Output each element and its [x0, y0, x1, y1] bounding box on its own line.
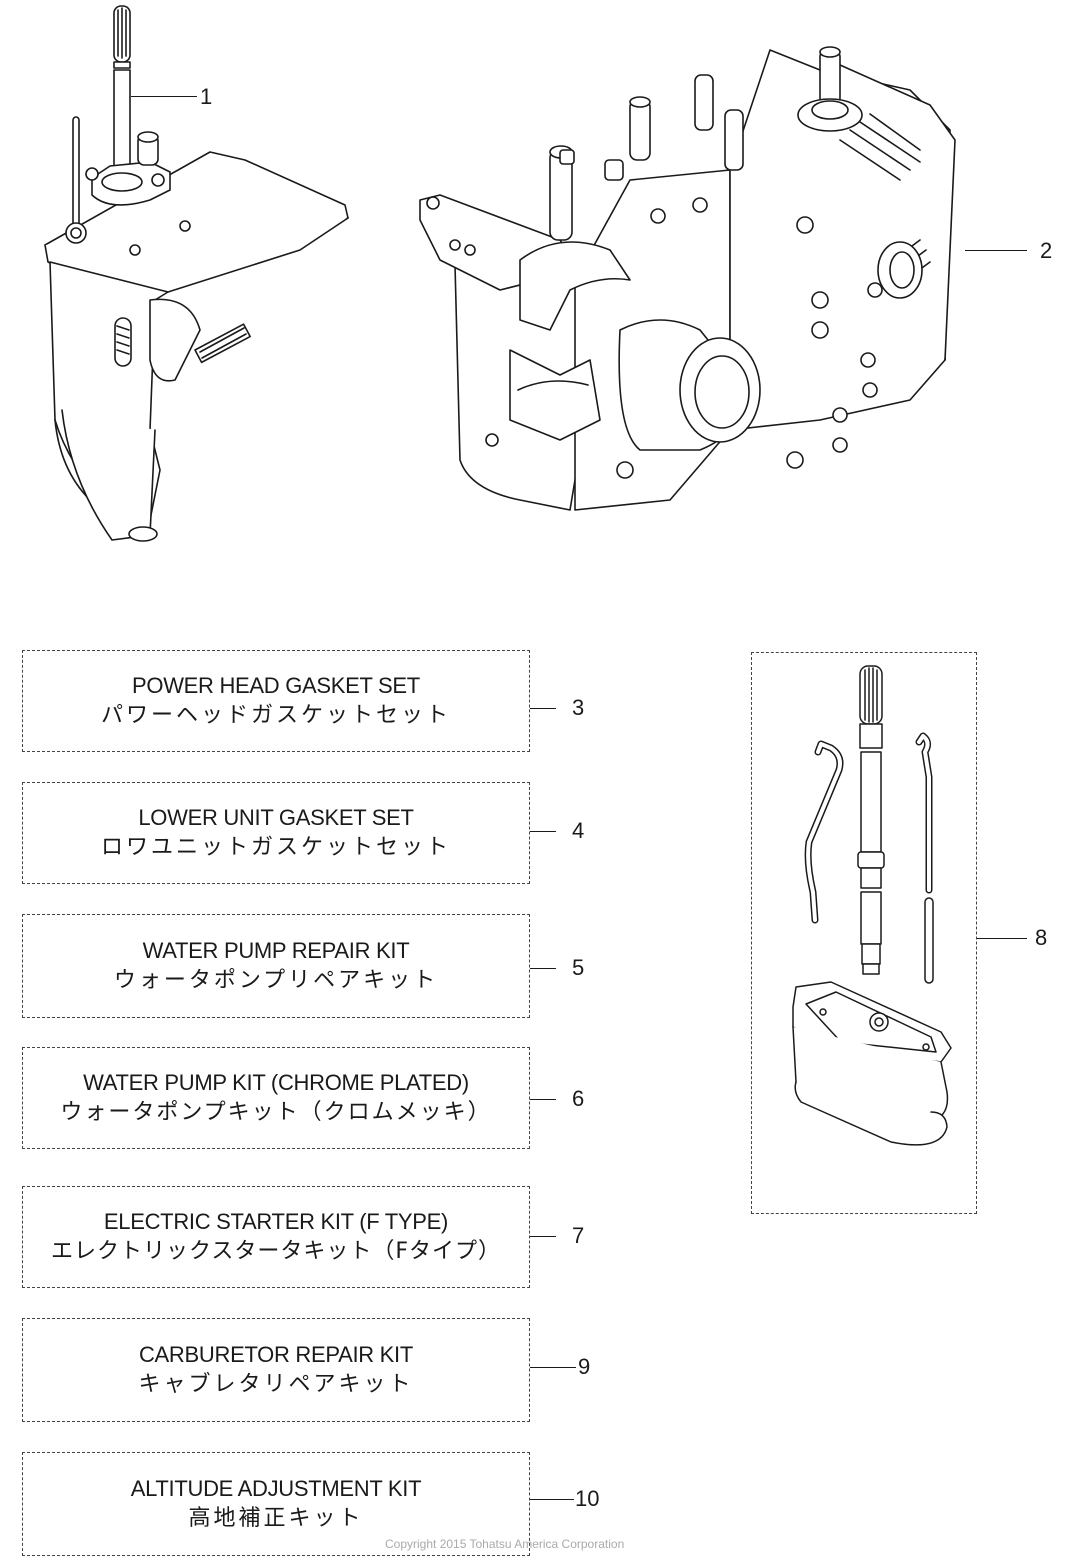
callout-4: 4 — [572, 818, 585, 843]
leader-line-4 — [530, 831, 556, 832]
leader-line-10 — [530, 1499, 574, 1500]
kit-name-en: WATER PUMP REPAIR KIT — [142, 938, 410, 963]
leader-line-7 — [530, 1236, 556, 1237]
kit-box-water-pump-repair-kit: WATER PUMP REPAIR KIT ウォータポンプリペアキット — [22, 914, 530, 1018]
callout-10: 10 — [575, 1486, 600, 1511]
leader-line-1 — [131, 96, 197, 97]
leader-line-3 — [530, 708, 556, 709]
kit-name-jp: ロワユニットガスケットセット — [100, 835, 451, 860]
callout-9: 9 — [578, 1354, 591, 1379]
leader-line-2 — [965, 250, 1027, 251]
kit-name-en: CARBURETOR REPAIR KIT — [138, 1342, 414, 1367]
kit-box-electric-starter-kit: ELECTRIC STARTER KIT (F TYPE) エレクトリックスター… — [22, 1186, 530, 1288]
kit-name-jp: エレクトリックスタータキット（Fタイプ） — [51, 1239, 501, 1264]
kit-name-en: WATER PUMP KIT (CHROME PLATED) — [83, 1070, 469, 1095]
power-head-drawing — [400, 30, 1000, 530]
kit-box-altitude-adjustment-kit: ALTITUDE ADJUSTMENT KIT 高地補正キット — [22, 1452, 530, 1556]
kit-name-jp: ウォータポンプキット（クロムメッキ） — [60, 1100, 492, 1125]
callout-7: 7 — [572, 1223, 585, 1248]
leader-line-8 — [977, 938, 1027, 939]
kit-box-drive-shaft-housing — [751, 652, 977, 1214]
kit-box-power-head-gasket-set: POWER HEAD GASKET SET パワーヘッドガスケットセット — [22, 650, 530, 752]
kit-box-water-pump-kit-chrome: WATER PUMP KIT (CHROME PLATED) ウォータポンプキッ… — [22, 1047, 530, 1149]
callout-6: 6 — [572, 1086, 585, 1111]
kit-name-jp: パワーヘッドガスケットセット — [100, 703, 451, 728]
kit-box-carburetor-repair-kit: CARBURETOR REPAIR KIT キャブレタリペアキット — [22, 1318, 530, 1422]
leader-line-9 — [530, 1367, 576, 1368]
callout-1: 1 — [200, 84, 213, 109]
kit-name-en: ALTITUDE ADJUSTMENT KIT — [130, 1476, 422, 1501]
kit-name-en: POWER HEAD GASKET SET — [132, 673, 420, 698]
lower-unit-drawing — [0, 0, 400, 580]
kit-box-lower-unit-gasket-set: LOWER UNIT GASKET SET ロワユニットガスケットセット — [22, 782, 530, 884]
kit-name-en: ELECTRIC STARTER KIT (F TYPE) — [103, 1209, 449, 1234]
kit-name-jp: 高地補正キット — [188, 1506, 364, 1531]
callout-3: 3 — [572, 695, 585, 720]
kit-name-jp: ウォータポンプリペアキット — [113, 968, 439, 993]
leader-line-6 — [530, 1099, 556, 1100]
drive-shaft-housing-drawing — [751, 652, 977, 1214]
kit-name-en: LOWER UNIT GASKET SET — [138, 805, 414, 830]
callout-8: 8 — [1035, 925, 1048, 950]
callout-5: 5 — [572, 955, 585, 980]
kit-name-jp: キャブレタリペアキット — [138, 1372, 414, 1397]
leader-line-5 — [530, 968, 556, 969]
copyright-notice: Copyright 2015 Tohatsu America Corporati… — [385, 1537, 625, 1551]
callout-2: 2 — [1040, 238, 1053, 263]
